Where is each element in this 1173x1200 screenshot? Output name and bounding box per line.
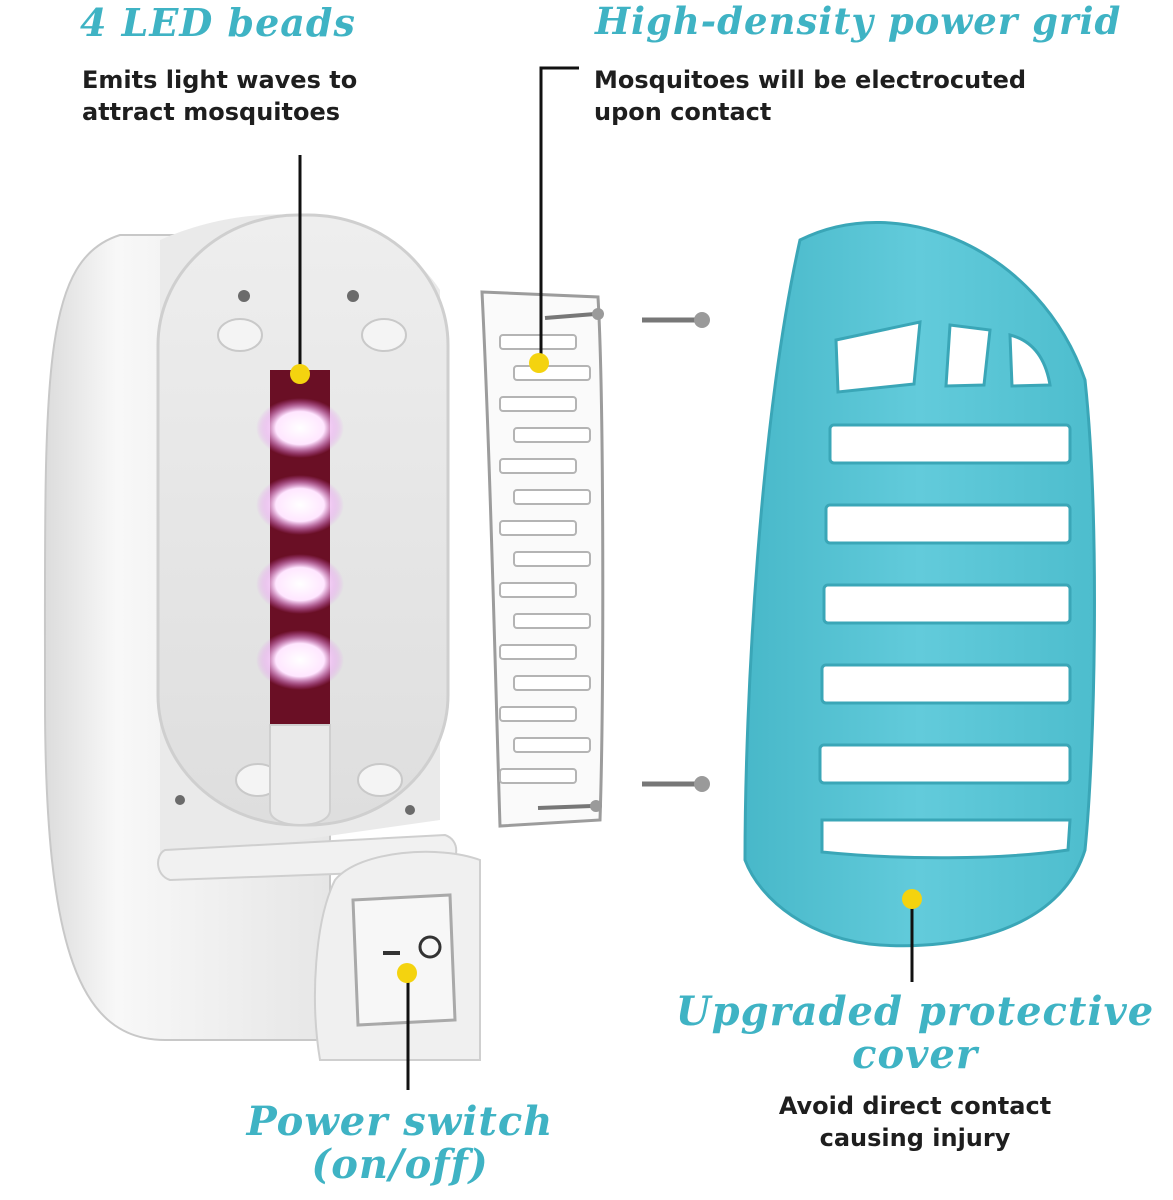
callout-leaders [298,66,914,1090]
grid-slot [513,427,591,443]
power-switch-title: Power switch (on/off) [246,1098,554,1189]
screw-icon [537,800,602,812]
cover-marker-dot [902,889,922,909]
led-bead [256,554,344,614]
led-bead [256,630,344,690]
grid-slot [513,489,591,505]
led-beads-title: 4 LED beads [80,0,356,45]
led-bead [256,475,344,535]
grid-slot [513,551,591,567]
grid-marker-dot [529,353,549,373]
screw-icon [642,312,710,328]
grid-slot [499,520,577,536]
power-grid [480,290,605,828]
device-body [43,213,481,1061]
led-beads-description: Emits light waves to attract mosquitoes [82,66,358,126]
grid-slot [499,768,577,784]
led-marker-dot [290,364,310,384]
protective-cover [743,220,1096,948]
protective-cover-description: Avoid direct contact causing injury [778,1092,1052,1152]
grid-slot [513,365,591,381]
led-bead [256,398,344,458]
grid-slot [499,582,577,598]
led-beads [256,398,344,690]
power-grid-title: High-density power grid [595,0,1122,43]
grid-slot [513,675,591,691]
grid-slot [499,396,577,412]
screw-icon [544,308,604,320]
power-switch[interactable] [351,893,457,1027]
grid-slot [513,613,591,629]
grid-slot [513,737,591,753]
protective-cover-title: Upgraded protective cover [675,988,1155,1079]
switch-off-mark-icon [418,935,442,959]
grid-slot [499,644,577,660]
grid-slot [499,334,577,350]
screw-icon [642,776,710,792]
grid-slot [499,706,577,722]
switch-marker-dot [397,963,417,983]
power-grid-description: Mosquitoes will be electrocuted upon con… [594,66,1027,126]
grid-slot [499,458,577,474]
